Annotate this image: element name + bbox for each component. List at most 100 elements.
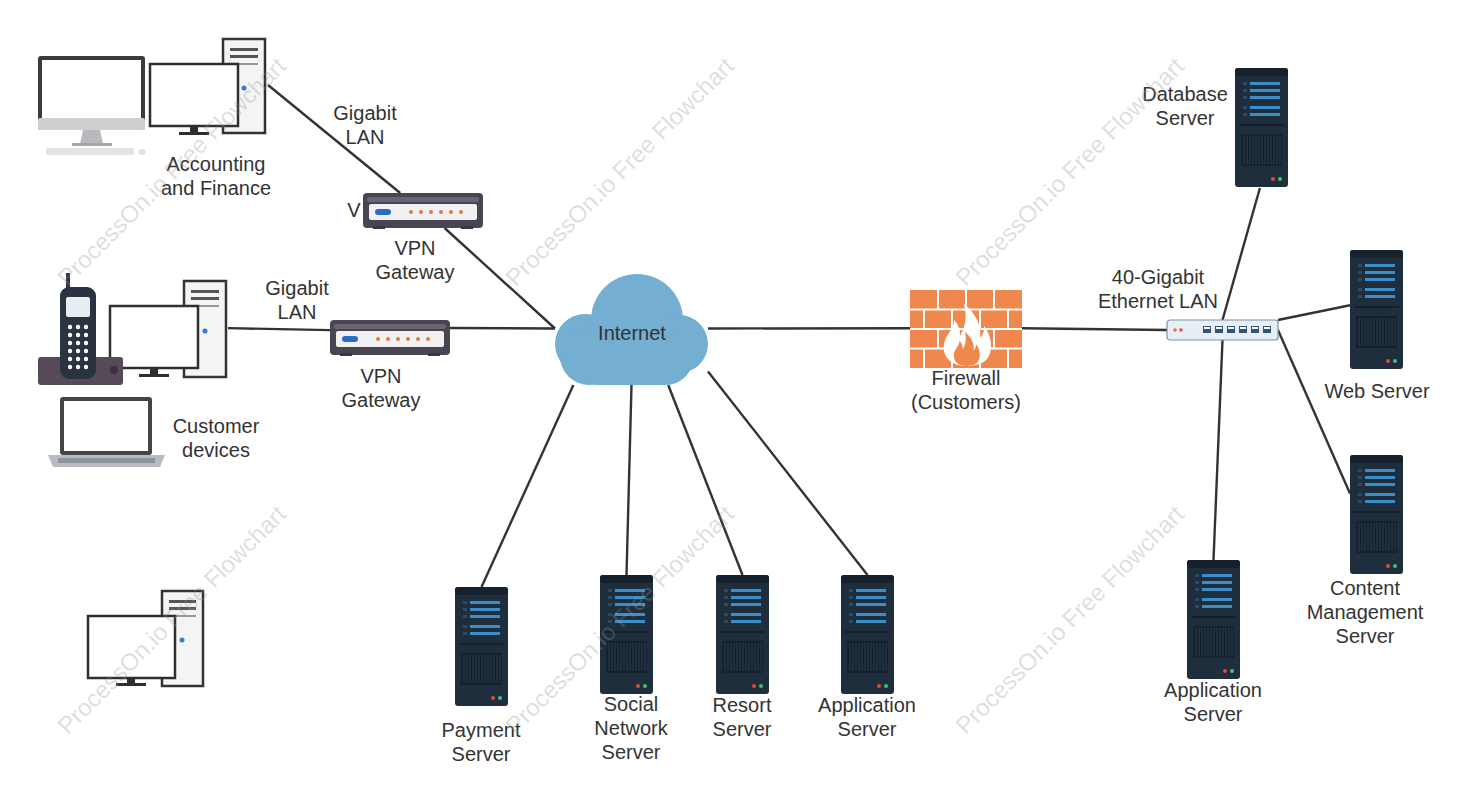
node-label: Accounting and Finance xyxy=(156,152,276,200)
server-body xyxy=(716,575,769,694)
status-led xyxy=(643,684,647,688)
vent-slit xyxy=(645,643,646,671)
vent-slit xyxy=(1262,136,1263,164)
vent-slit xyxy=(1280,136,1281,164)
server-nub xyxy=(1195,598,1199,601)
server-bar xyxy=(731,596,761,599)
phone-key xyxy=(84,325,88,329)
power-led xyxy=(242,86,247,91)
phone-key xyxy=(76,365,80,369)
server-nub xyxy=(1243,89,1247,92)
phone-key xyxy=(68,341,72,345)
gateway-foot xyxy=(373,226,385,229)
vent-slit xyxy=(725,643,726,671)
server-body xyxy=(1350,455,1403,574)
monitor-stand xyxy=(127,678,135,684)
vent-slit xyxy=(627,643,628,671)
server-bar xyxy=(615,589,645,592)
vent-slit xyxy=(618,643,619,671)
vent-slit xyxy=(494,655,495,683)
drive-slot xyxy=(169,607,196,610)
vent-slit xyxy=(488,655,489,683)
server-bar xyxy=(731,613,761,616)
vent-slit xyxy=(862,643,863,671)
vent-slit xyxy=(615,643,616,671)
server-nub xyxy=(463,615,467,618)
server-cap xyxy=(1350,455,1403,463)
mortar-line xyxy=(993,329,995,349)
server-body xyxy=(600,575,653,694)
mouse xyxy=(138,149,146,155)
vent-slit xyxy=(1371,523,1372,551)
switch-led xyxy=(1179,328,1183,332)
firewall-icon xyxy=(910,290,1022,368)
phone-key xyxy=(76,341,80,345)
vent-slit xyxy=(1389,523,1390,551)
node-label: Resort Server xyxy=(702,693,782,741)
network-link xyxy=(708,371,868,575)
server-separator xyxy=(1354,511,1399,513)
phone-key xyxy=(84,357,88,361)
network-link xyxy=(450,327,555,330)
vent-slit xyxy=(758,643,759,671)
vent-slit xyxy=(1377,318,1378,346)
server-cap xyxy=(1187,560,1240,568)
server-bar xyxy=(470,615,500,618)
vent-slit xyxy=(1392,318,1393,346)
server-icon xyxy=(1187,560,1240,680)
vent-slit xyxy=(737,643,738,671)
drive-slot xyxy=(230,48,258,51)
port-contact xyxy=(1216,327,1222,329)
drive-slot xyxy=(169,615,196,617)
vent-slit xyxy=(609,643,610,671)
vent-slit xyxy=(755,643,756,671)
port-contact xyxy=(1264,327,1270,329)
gateway-led xyxy=(396,337,400,341)
server-bar xyxy=(1202,605,1232,608)
brick-wall xyxy=(910,290,1022,368)
server-cap xyxy=(716,575,769,583)
network-link xyxy=(228,328,330,330)
server: Social Network Server xyxy=(600,575,653,695)
server-bar xyxy=(1365,493,1395,496)
server-separator xyxy=(1191,616,1236,618)
server: Payment Server xyxy=(455,587,508,707)
gateway-led xyxy=(376,337,380,341)
status-led xyxy=(491,696,495,700)
server-icon xyxy=(1350,250,1403,370)
server: Database Server xyxy=(1235,68,1288,188)
mortar-line xyxy=(951,310,953,330)
phone-key xyxy=(68,349,72,353)
vent-slit xyxy=(1371,318,1372,346)
vent-slit xyxy=(1374,318,1375,346)
office-computers-icon xyxy=(38,38,268,160)
server: Content Management Server xyxy=(1350,455,1403,575)
flame-core xyxy=(954,332,980,366)
vent-slit xyxy=(491,655,492,683)
gateway-led xyxy=(449,210,453,214)
customer-devices: Customer devices xyxy=(38,273,228,470)
node-label: Database Server xyxy=(1135,82,1235,130)
server-nub xyxy=(608,589,612,592)
monitor-stand xyxy=(80,130,103,144)
vent-slit xyxy=(868,643,869,671)
vent-slit xyxy=(1359,523,1360,551)
server-nub xyxy=(1195,581,1199,584)
server-icon xyxy=(600,575,653,695)
vpn-gateway: VPN Gateway xyxy=(330,320,450,355)
phone-key xyxy=(76,349,80,353)
server-bar xyxy=(470,601,500,604)
server-body xyxy=(1350,250,1403,369)
vent-slit xyxy=(497,655,498,683)
link-label: Gigabit LAN xyxy=(328,101,403,149)
vent-slit xyxy=(1214,628,1215,656)
switch-port xyxy=(1263,326,1271,333)
status-led xyxy=(1386,564,1390,568)
monitor-base xyxy=(72,143,112,146)
vent-slit xyxy=(886,643,887,671)
vpn-gateway-icon xyxy=(363,193,483,228)
power-led xyxy=(180,638,185,643)
monitor-base xyxy=(179,132,209,135)
server-nub xyxy=(849,613,853,616)
vent-slit xyxy=(874,643,875,671)
